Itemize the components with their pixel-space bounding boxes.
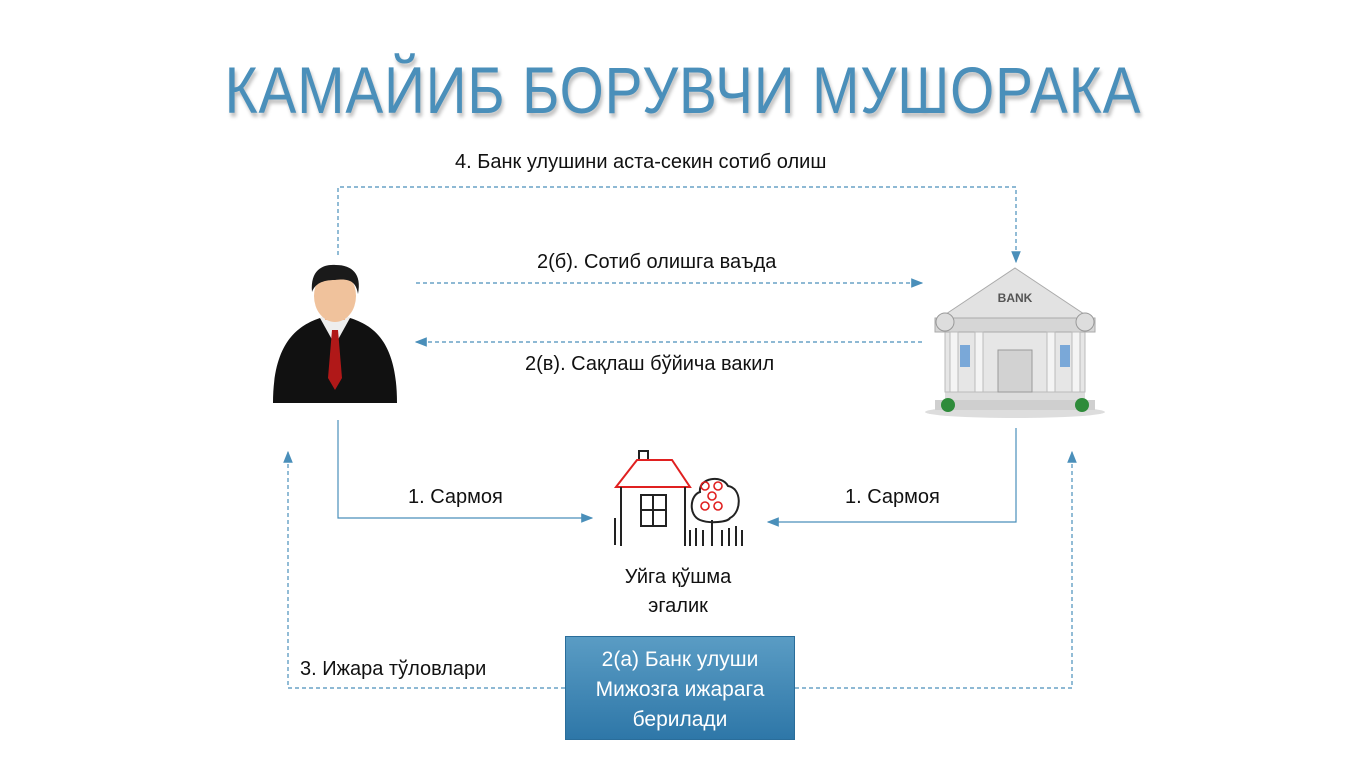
arrow-step1-left xyxy=(337,420,594,523)
label-step3: 3. Ижара тўловлари xyxy=(300,658,487,680)
arrow-step3-left xyxy=(283,450,565,689)
label-step1-right: 1. Сармоя xyxy=(845,486,940,508)
bank-building-icon: BANK xyxy=(925,267,1105,418)
house-label-line2: эгалик xyxy=(648,595,708,617)
house-label-line1: Уйга қўшма xyxy=(624,566,732,588)
bank-sign: BANK xyxy=(998,291,1033,305)
slide-title: КАМАЙИБ БОРУВЧИ МУШОРАКА xyxy=(224,53,1142,127)
label-step4: 4. Банк улушини аста-секин сотиб олиш xyxy=(455,151,827,173)
house-label: Уйга қўшма эгалик xyxy=(600,563,756,621)
arrow-step3-right xyxy=(795,450,1077,689)
lease-box-line2: Мижозга ижарага xyxy=(595,678,765,701)
lease-box-line1: 2(а) Банк улуши xyxy=(601,648,759,671)
label-step2b: 2(б). Сотиб олишга ваъда xyxy=(537,251,777,273)
lease-box-line3: берилади xyxy=(632,708,728,731)
label-step2v: 2(в). Сақлаш бўйича вакил xyxy=(525,353,775,375)
house-tree-icon xyxy=(613,450,743,546)
arrow-step4 xyxy=(337,186,1021,264)
arrow-step1-right xyxy=(766,428,1017,527)
lease-box: 2(а) Банк улуши Мижозга ижарага берилади xyxy=(565,636,795,740)
label-step1-left: 1. Сармоя xyxy=(408,486,503,508)
businessman-icon xyxy=(273,264,397,403)
